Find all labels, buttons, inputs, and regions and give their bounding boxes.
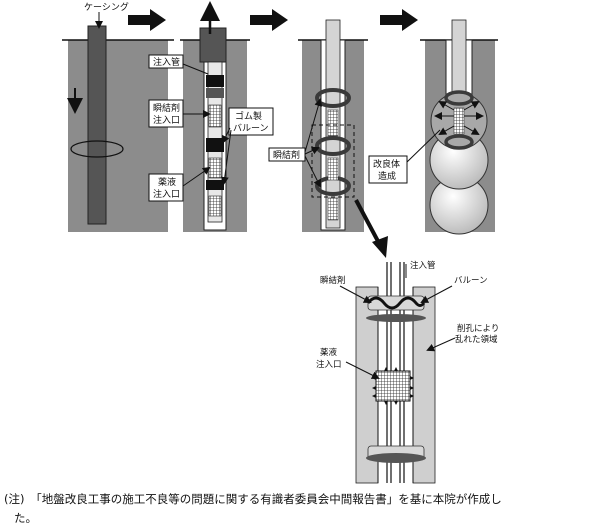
step-2-pipe-installation: 注入管 瞬結剤 注入口 ゴム製 バルーン 薬液 注入口: [148, 1, 274, 232]
ground-block: [68, 40, 168, 232]
inlet-section: [327, 157, 339, 181]
detail-view: 瞬結剤 注入管 バルーン 削孔により 乱れた領域 薬液 注入口: [316, 260, 499, 484]
detail-chemical-label-line1: 薬液: [320, 347, 338, 358]
balloon: [206, 75, 224, 87]
leader-arrow: [339, 285, 372, 303]
injection-pipe-label-box: [148, 54, 184, 69]
chemical-inlet-label-box: [148, 173, 184, 202]
improved-body-label-line2: 造成: [378, 170, 396, 182]
step-arrows: [128, 9, 418, 31]
leader-arrow: [304, 98, 323, 153]
quick-set-inlet-label-line1: 瞬結剤: [153, 102, 180, 114]
spray-mark: [394, 401, 398, 405]
expanded-balloon: [315, 136, 351, 156]
spray-mark: [372, 394, 376, 398]
detail-quick-set-label: 瞬結剤: [320, 275, 346, 286]
expanded-balloon: [444, 134, 474, 150]
spray-mark: [384, 367, 388, 371]
expanded-balloon: [444, 90, 474, 106]
balloon: [206, 88, 224, 98]
arrow: [438, 125, 455, 135]
rubber-balloon-label-box: [228, 107, 274, 136]
arrow: [463, 125, 480, 135]
improved-body-label-box: [368, 155, 408, 184]
leader-arrow: [420, 285, 453, 303]
balloon: [206, 138, 224, 152]
source-note: (注) 「地盤改良工事の施工不良等の問題に関する有識者委員会中間報告書」を基に本…: [4, 490, 592, 528]
inlet-section: [327, 109, 339, 137]
quick-set-seal-top: [366, 296, 426, 310]
step-arrow-3: [380, 9, 418, 31]
injection-direction-arrows: [434, 101, 484, 135]
arrow: [463, 101, 480, 111]
improved-body-label-line1: 改良体: [373, 158, 400, 170]
construction-process-diagram: ケーシング 注入管 瞬結剤 注入口 ゴム製 バルーン 薬液: [62, 1, 499, 484]
detail-pointer-shaft: [354, 199, 382, 246]
rubber-balloon-label-line2: バルーン: [233, 123, 269, 134]
quick-set-inlet: [208, 104, 222, 128]
spray-mark: [410, 376, 414, 380]
detail-chemical-label-line2: 注入口: [316, 359, 342, 370]
chemical-inlet-detail: [375, 370, 411, 402]
step-4-improved-body-formation: 改良体 造成: [368, 19, 498, 235]
leader-arrow: [220, 129, 232, 185]
spray-mark: [410, 394, 414, 398]
seal-band-top: [366, 314, 426, 322]
chemical-inlet-lower: [208, 195, 222, 217]
rotation-ellipse: [70, 140, 124, 158]
spray-mark: [410, 386, 414, 390]
leader-arrow: [182, 166, 211, 187]
chemical-inlet-label-line2: 注入口: [153, 188, 180, 200]
source-note-line1: (注) 「地盤改良工事の施工不良等の問題に関する有識者委員会中間報告書」を基に本…: [4, 492, 502, 506]
leader-arrow: [222, 127, 231, 144]
quick-set-inlet-label-line2: 注入口: [153, 114, 180, 126]
seal-band-bottom: [366, 453, 426, 463]
spray-mark: [394, 367, 398, 371]
chemical-inlet: [208, 157, 222, 179]
inlet-section: [453, 107, 465, 135]
step-arrow-1: [128, 9, 166, 31]
spray-mark: [372, 386, 376, 390]
casing-label: ケーシング: [84, 1, 129, 13]
balloon: [206, 180, 224, 190]
step-3-balloon-expansion: 瞬結剤: [268, 19, 388, 258]
detail-pointer-head: [372, 236, 388, 258]
step-1-casing-insertion: ケーシング: [62, 1, 174, 232]
detail-injection-pipe-label: 注入管: [410, 260, 436, 271]
injection-pipe-label: 注入管: [153, 56, 180, 68]
spray-mark: [384, 401, 388, 405]
casing-top: [199, 27, 227, 63]
rubber-balloon-label-line1: ゴム製: [235, 110, 262, 122]
quick-set-agent-label: 瞬結剤: [273, 149, 300, 161]
casing-pipe: [87, 25, 107, 225]
detail-balloon-label: バルーン: [454, 276, 488, 286]
chemical-inlet-label-line1: 薬液: [158, 176, 176, 188]
leader-arrow: [426, 337, 456, 352]
source-note-line2: た。: [14, 511, 37, 525]
leader-line: [182, 63, 209, 75]
detail-region-box: [311, 124, 355, 198]
inlet-section: [327, 197, 339, 221]
leader-line: [406, 129, 441, 163]
spray-marks: [372, 367, 414, 405]
quick-set-agent-label-box: [268, 147, 306, 162]
expanded-balloon: [315, 88, 351, 108]
leader-arrow: [345, 361, 380, 379]
leader-arrow: [304, 155, 321, 188]
detail-disturbed-label-line2: 乱れた領域: [455, 334, 498, 345]
step-arrow-2: [250, 9, 288, 31]
leader-arrow: [304, 146, 320, 155]
arrow: [438, 101, 455, 111]
detail-disturbed-label-line1: 削孔により: [457, 323, 499, 334]
